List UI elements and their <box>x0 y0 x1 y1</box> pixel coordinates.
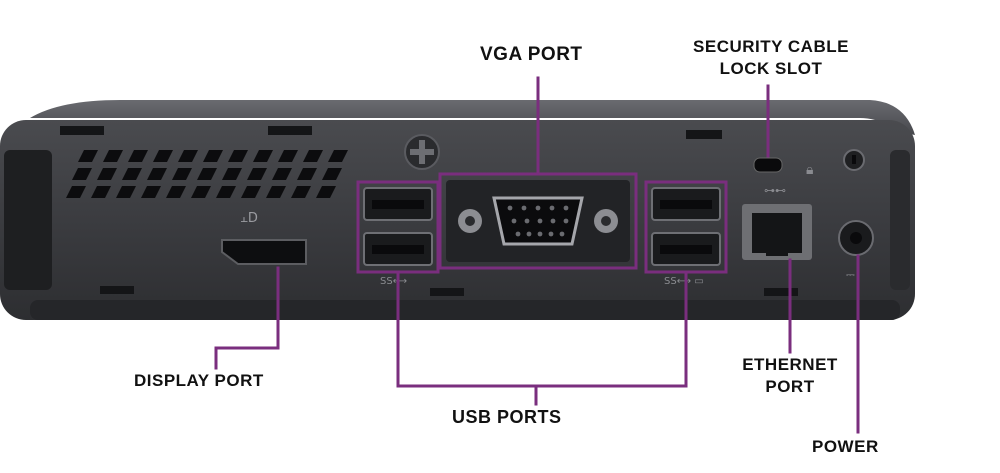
security-label-line2: LOCK SLOT <box>719 59 823 78</box>
chassis-bottom-edge <box>30 300 900 320</box>
superspeed-icon-left: SS⟷ <box>380 276 407 287</box>
vga-pin <box>511 218 517 224</box>
vent-slot <box>153 150 173 162</box>
top-slots <box>60 126 722 139</box>
vent-slot <box>116 186 136 198</box>
chassis-top-lip <box>30 100 915 135</box>
bottom-slots <box>100 286 798 296</box>
vent-slot <box>272 168 292 180</box>
vent-slot <box>266 186 286 198</box>
vga-pin <box>507 205 513 211</box>
vent-slot <box>316 186 336 198</box>
callout-lines <box>214 76 860 434</box>
vent-slot <box>122 168 142 180</box>
vga-port-label: VGA PORT <box>480 44 583 65</box>
vent-slot <box>166 186 186 198</box>
display-port-symbol-icon: ⫠D <box>240 211 258 226</box>
security-cable-lock-slot-label: SECURITY CABLE LOCK SLOT <box>666 36 876 80</box>
security-label-line1: SECURITY CABLE <box>693 37 849 56</box>
dc-power-icon: ⎓ <box>846 268 855 281</box>
vent-grille <box>66 150 348 198</box>
vga-port-connector <box>446 180 630 262</box>
kensington-circle-slot <box>843 149 865 171</box>
vent-slot <box>228 150 248 162</box>
padlock-icon: 🔒︎ <box>806 162 813 178</box>
vga-pin <box>521 205 527 211</box>
vent-slot <box>303 150 323 162</box>
vent-slot <box>103 150 123 162</box>
usb-ports-callout-line <box>396 270 688 388</box>
superspeed-icon-right: SS⟷ ▭ <box>664 276 704 287</box>
display-port-callout-line <box>214 266 280 370</box>
vent-slot <box>278 150 298 162</box>
vent-slot <box>241 186 261 198</box>
vga-pin <box>537 218 543 224</box>
display-port-label: DISPLAY PORT <box>134 371 264 390</box>
vent-slot <box>78 150 98 162</box>
vent-slot <box>197 168 217 180</box>
display-port-connector: ⫠D <box>221 211 307 265</box>
vent-slot <box>147 168 167 180</box>
ethernet-label-line2: PORT <box>765 377 815 396</box>
vent-slot <box>222 168 242 180</box>
vent-slot <box>91 186 111 198</box>
vent-slot <box>97 168 117 180</box>
vga-pin <box>537 231 543 237</box>
network-icon: ⊶⊷ <box>764 184 786 197</box>
vent-slot <box>291 186 311 198</box>
vent-slot <box>328 150 348 162</box>
left-bumper <box>4 150 52 290</box>
vga-pin <box>549 205 555 211</box>
vent-slot <box>141 186 161 198</box>
vent-slot <box>216 186 236 198</box>
vga-pin <box>535 205 541 211</box>
vent-slot <box>322 168 342 180</box>
ethernet-port-label: ETHERNET PORT <box>720 354 860 398</box>
vent-slot <box>128 150 148 162</box>
vga-pin <box>524 218 530 224</box>
vga-pin <box>563 218 569 224</box>
usb-ports-left: SS⟷ <box>363 187 433 287</box>
vent-slot <box>253 150 273 162</box>
thumbscrew-icon <box>404 134 440 170</box>
usb-ports-label: USB PORTS <box>452 407 562 427</box>
vent-slot <box>172 168 192 180</box>
vent-slot <box>203 150 223 162</box>
right-side-edge <box>890 150 910 290</box>
vent-slot <box>247 168 267 180</box>
vent-slot <box>72 168 92 180</box>
vent-slot <box>178 150 198 162</box>
vga-pin <box>550 218 556 224</box>
power-label: POWER <box>812 437 879 456</box>
vent-slot <box>191 186 211 198</box>
vga-pin <box>559 231 565 237</box>
vent-slot <box>66 186 86 198</box>
ethernet-port-connector: ⊶⊷ <box>742 184 812 260</box>
vent-slot <box>297 168 317 180</box>
ethernet-label-line1: ETHERNET <box>742 355 838 374</box>
vga-pin <box>526 231 532 237</box>
vga-pin <box>563 205 569 211</box>
usb-ports-right: SS⟷ ▭ <box>651 187 721 287</box>
vga-pin <box>515 231 521 237</box>
power-jack-connector: ⎓ <box>838 220 874 281</box>
vga-pin <box>548 231 554 237</box>
security-lock-slot: 🔒︎ <box>753 157 813 178</box>
